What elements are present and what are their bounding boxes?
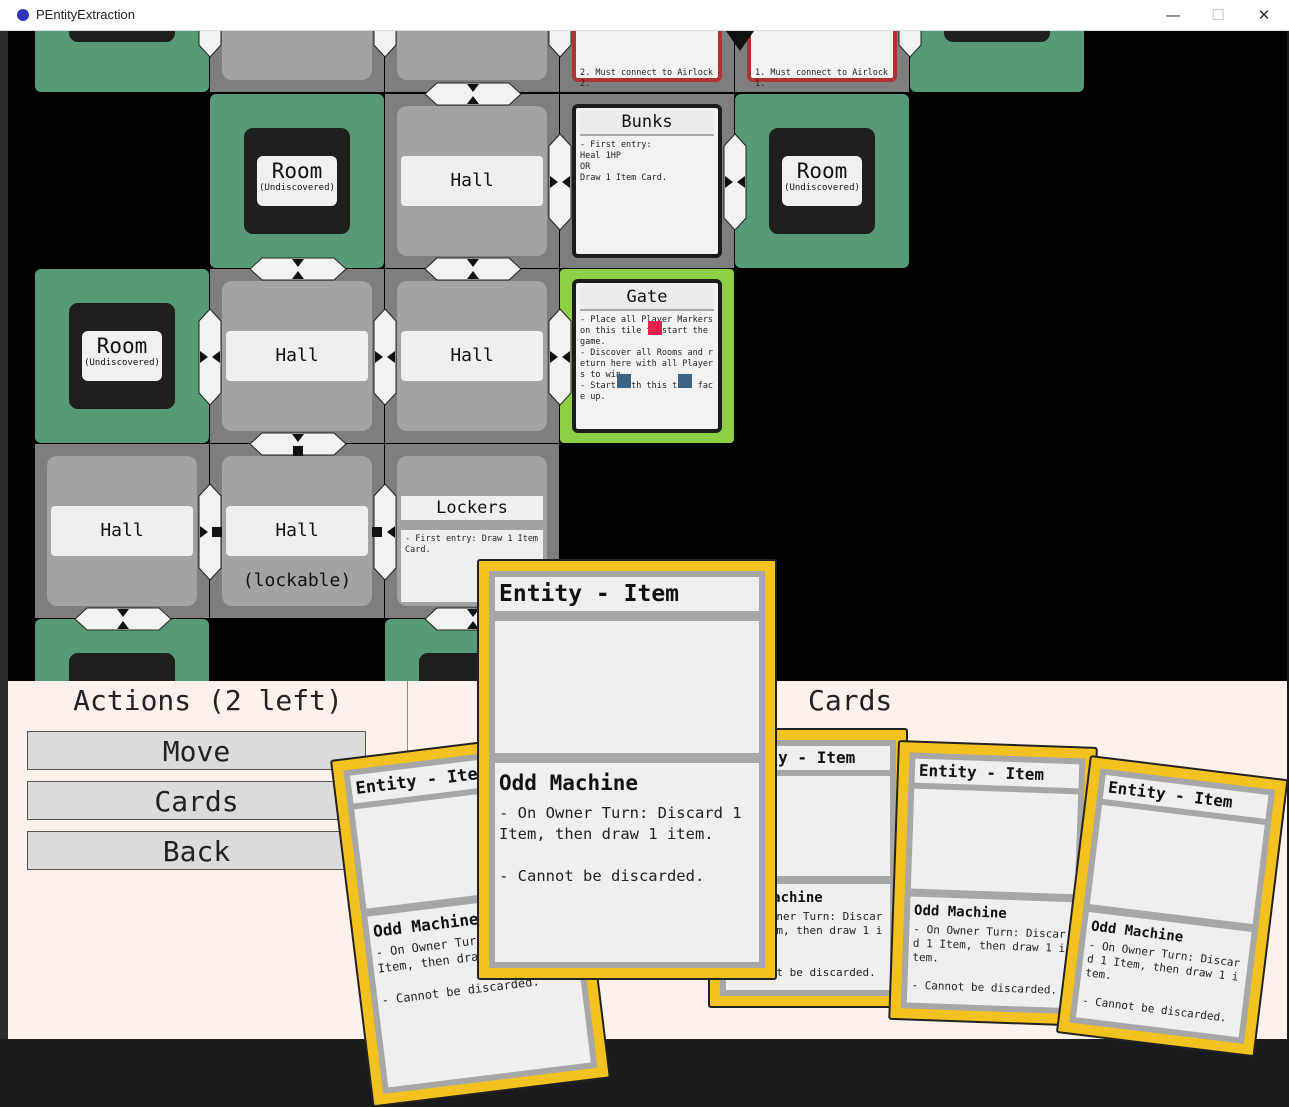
tile-text: - First entry: Heal 1HP OR Draw 1 Item C… <box>580 140 667 183</box>
room-tile[interactable]: Room (Undiscovered) <box>735 94 909 268</box>
minimize-button[interactable]: — <box>1165 6 1181 24</box>
room-label: Room (Undiscovered) <box>82 331 162 381</box>
hall-tile[interactable]: Hall <box>35 444 209 618</box>
tile-title: Bunks <box>580 110 714 136</box>
door-connector <box>249 432 347 456</box>
player-marker-blue[interactable] <box>617 374 631 388</box>
room-label: Room (Undiscovered) <box>257 156 337 206</box>
hall-label: Hall <box>226 331 368 381</box>
airlock-tile[interactable]: 1. Must connect to Airlock 1. <box>735 31 909 92</box>
hall-tile[interactable]: Hall <box>210 269 384 443</box>
hall-tile[interactable] <box>385 31 559 92</box>
hand-card[interactable]: Entity - Item Odd Machine - On Owner Tur… <box>1055 755 1289 1058</box>
maximize-button[interactable]: ☐ <box>1211 6 1225 24</box>
room-tile[interactable]: Room (Undiscovered) <box>210 94 384 268</box>
door-connector <box>373 31 397 58</box>
hall-tile[interactable] <box>210 31 384 92</box>
game-board[interactable]: 2. Must connect to Airlock 2. 1. Must co… <box>8 31 1287 681</box>
card-type: Entity - Item <box>495 577 759 611</box>
door-connector <box>373 483 397 581</box>
cards-title: Cards <box>808 684 893 717</box>
door-connector <box>548 133 572 231</box>
room-tile[interactable] <box>35 31 209 92</box>
window-title: PEntityExtraction <box>36 7 135 22</box>
hall-lockable-tile[interactable]: Hall (lockable) <box>210 444 384 618</box>
door-connector <box>424 257 522 281</box>
door-connector <box>424 82 522 106</box>
door-connector <box>249 257 347 281</box>
hall-label: Hall <box>401 331 543 381</box>
back-button[interactable]: Back <box>27 831 366 870</box>
player-marker-red[interactable] <box>648 321 662 335</box>
app-icon <box>17 9 29 21</box>
airlock-text: 1. Must connect to Airlock 1. <box>755 68 889 89</box>
card-image <box>495 621 759 753</box>
card-description: - On Owner Turn: Discard 1 Item, then dr… <box>499 804 742 885</box>
hall-tile[interactable]: Hall <box>385 94 559 268</box>
hall-label: Hall <box>51 506 193 556</box>
room-label: Room (Undiscovered) <box>782 156 862 206</box>
door-connector <box>198 308 222 406</box>
panel-divider <box>407 681 408 781</box>
door-connector <box>198 483 222 581</box>
gate-tile[interactable]: Gate - Place all Player Markers on this … <box>560 269 734 443</box>
door-connector <box>548 31 572 58</box>
move-button[interactable]: Move <box>27 731 366 770</box>
connectors-layer <box>74 31 922 631</box>
tile-title: Gate <box>580 285 714 311</box>
door-connector <box>898 31 922 58</box>
door-connector <box>74 607 172 631</box>
door-connector <box>548 308 572 406</box>
door-connector <box>373 308 397 406</box>
bunks-tile[interactable]: Bunks - First entry: Heal 1HP OR Draw 1 … <box>560 94 734 268</box>
title-bar: PEntityExtraction — ☐ ✕ <box>0 0 1289 31</box>
door-connector <box>198 31 222 58</box>
tile-title: Lockers <box>401 496 543 520</box>
tile-text: - Place all Player Markers on this tile … <box>580 315 714 402</box>
room-tile[interactable] <box>35 619 209 681</box>
room-tile[interactable] <box>910 31 1084 92</box>
hall-tile[interactable]: Hall <box>385 269 559 443</box>
close-button[interactable]: ✕ <box>1257 6 1271 24</box>
hand-card-selected[interactable]: Entity - Item Odd Machine - On Owner Tur… <box>477 559 777 980</box>
hall-label: Hall (lockable) <box>226 506 368 591</box>
airlock-text: 2. Must connect to Airlock 2. <box>580 68 714 89</box>
background-window-strip <box>0 31 8 1039</box>
card-name: Odd Machine <box>499 771 639 795</box>
hall-label: Hall <box>401 156 543 206</box>
player-marker-blue[interactable] <box>678 374 692 388</box>
cards-button[interactable]: Cards <box>27 781 366 820</box>
door-connector <box>723 133 747 231</box>
actions-title: Actions (2 left) <box>73 684 343 717</box>
room-tile[interactable]: Room (Undiscovered) <box>35 269 209 443</box>
airlock-tile[interactable]: 2. Must connect to Airlock 2. <box>560 31 734 92</box>
